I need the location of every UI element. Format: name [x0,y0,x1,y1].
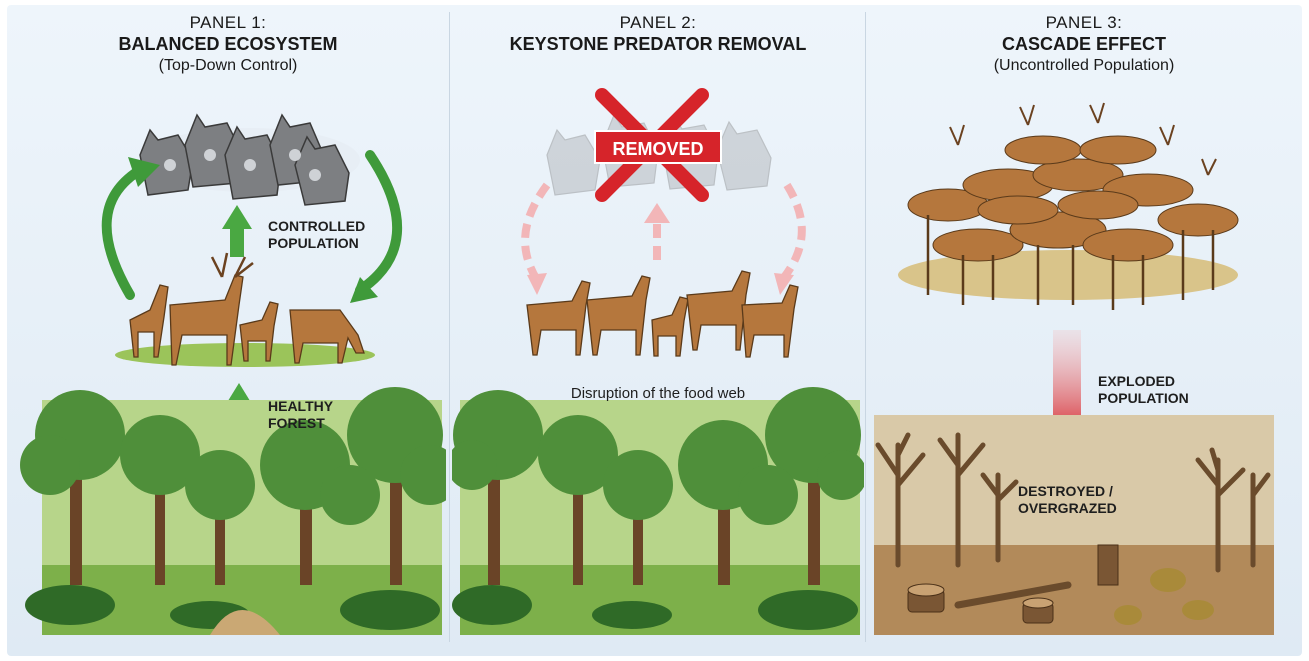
controlled-population-label: CONTROLLED POPULATION [268,218,365,252]
panel-balanced-ecosystem: PANEL 1: BALANCED ECOSYSTEM (Top-Down Co… [10,5,446,655]
panel-cascade-effect: PANEL 3: CASCADE EFFECT (Uncontrolled Po… [868,5,1300,655]
panel3-illustration [868,5,1300,655]
panel1-illustration [10,5,446,655]
removed-label: REMOVED [595,139,721,160]
destroyed-overgrazed-label: DESTROYED / OVERGRAZED [1018,483,1117,517]
forest-illustration [452,387,864,635]
healthy-forest-label: HEALTHY FOREST [268,398,333,432]
deer-herd-icon [527,271,798,357]
overpopulated-deer-herd-icon [898,103,1238,310]
broken-link-arrows [525,185,802,280]
deer-group-icon [115,253,375,367]
forest-illustration [20,387,446,635]
disruption-caption: Disruption of the food web [452,385,864,402]
panel-keystone-removal: PANEL 2: KEYSTONE PREDATOR REMOVAL [452,5,864,655]
panel-divider [865,12,866,642]
controlled-arrow-icon [222,205,252,257]
panel2-illustration [452,5,864,655]
barren-land-illustration [874,415,1274,635]
wolf-pack-icon [140,115,360,205]
exploded-population-label: EXPLODED POPULATION [1098,373,1189,407]
panel-divider [449,12,450,642]
